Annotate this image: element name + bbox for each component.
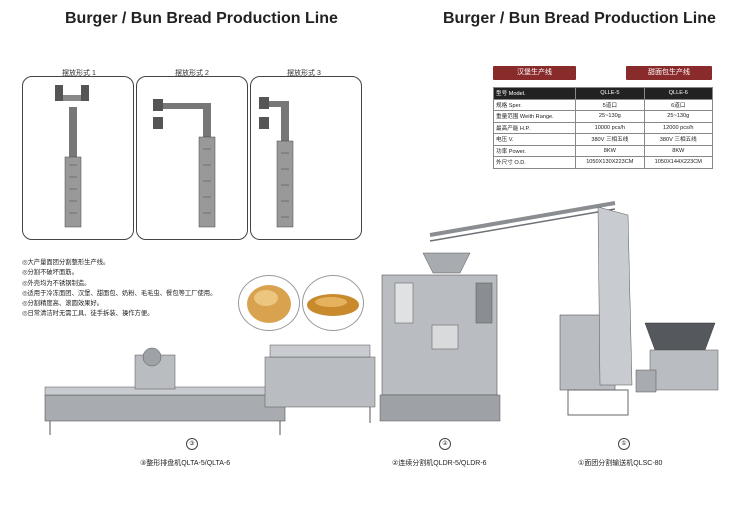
spec-header-burger: 汉堡生产线 <box>493 66 576 80</box>
spec-cell: 1050X130X223CM <box>575 156 645 169</box>
spec-cell: 型号 Model. <box>492 87 577 100</box>
spec-cell: 电压 V. <box>492 133 577 146</box>
layout-diagram-1 <box>22 76 134 240</box>
spec-cell: 1050X144X223CM <box>643 156 714 169</box>
spec-cell: 规格 Sper. <box>492 98 577 111</box>
spec-cell: 8KW <box>575 144 645 157</box>
table-row: 外尺寸 O.D. 1050X130X223CM 1050X144X223CM <box>492 156 714 169</box>
long-bun-photo <box>302 275 364 331</box>
layout-label-3: 摆放形式 3 <box>287 70 321 77</box>
machine-number-3: ③ <box>186 438 198 450</box>
title-right: Burger / Bun Bread Production Line <box>443 10 716 27</box>
table-row: 型号 Model. QLLE-5 QLLE-6 <box>492 87 714 100</box>
spec-cell: 12000 pcs/h <box>643 121 714 134</box>
table-row: 电压 V. 380V 三相五线 380V 三相五线 <box>492 133 714 146</box>
spec-cell: 25~130g <box>575 110 645 123</box>
table-row: 重量范围 Weith Range. 25~130g 25~130g <box>492 110 714 123</box>
spec-table: 型号 Model. QLLE-5 QLLE-6 规格 Sper. 5道口 6道口… <box>492 87 714 169</box>
spec-cell: 380V 三相五线 <box>643 133 714 146</box>
feature-item: ◎分割不破坏面筋。 <box>22 269 78 277</box>
title-left: Burger / Bun Bread Production Line <box>65 10 338 27</box>
spec-cell: 8KW <box>643 144 714 157</box>
spec-cell: 外尺寸 O.D. <box>492 156 577 169</box>
feature-item: ◎日常清洁时无需工具、徒手拆装、操作方便。 <box>22 310 154 318</box>
layout-diagram-3 <box>250 76 362 240</box>
feature-list: ◎大产量面团分割整形生产线。 ◎分割不破坏面筋。 ◎外壳均为不锈钢制造。 ◎适用… <box>22 258 216 320</box>
caption-machine-1: ①面团分割输送机QLSC-80 <box>578 460 663 467</box>
table-row: 规格 Sper. 5道口 6道口 <box>492 98 714 111</box>
table-row: 功率 Power. 8KW 8KW <box>492 144 714 157</box>
caption-machine-3: ③整形排盘机QLTA-5/QLTA-6 <box>140 460 231 467</box>
spec-cell: 最高产能 H.P. <box>492 121 577 134</box>
spec-cell: 380V 三相五线 <box>575 133 645 146</box>
layout-label-1: 摆放形式 1 <box>62 70 96 77</box>
spec-header-sweet-bun: 甜面包生产线 <box>626 66 712 80</box>
machine-number-2: ② <box>439 438 451 450</box>
feature-item: ◎适用于冷冻面团、汉堡、甜面包、奶粉、毛毛虫、餐包等工厂使用。 <box>22 289 217 297</box>
feature-item: ◎大产量面团分割整形生产线。 <box>22 259 110 266</box>
caption-machine-2: ②连续分割机QLDR-5/QLDR-6 <box>392 460 487 467</box>
spec-cell: 25~130g <box>643 110 714 123</box>
layout-diagram-2 <box>136 76 248 240</box>
spec-cell: 5道口 <box>575 98 645 111</box>
spec-cell: QLLE-5 <box>575 87 645 100</box>
spec-cell: QLLE-6 <box>643 87 714 100</box>
spec-cell: 重量范围 Weith Range. <box>492 110 577 123</box>
machine-number-1: ① <box>618 438 630 450</box>
production-line-illustration <box>44 201 719 435</box>
spec-cell: 10000 pcs/h <box>575 121 645 134</box>
feature-item: ◎分割精度高、滚圆效果好。 <box>22 300 104 308</box>
round-bun-photo <box>238 275 300 331</box>
spec-cell: 功率 Power. <box>492 144 577 157</box>
feature-item: ◎外壳均为不锈钢制造。 <box>22 279 91 287</box>
table-row: 最高产能 H.P. 10000 pcs/h 12000 pcs/h <box>492 121 714 134</box>
spec-cell: 6道口 <box>643 98 714 111</box>
layout-label-2: 摆放形式 2 <box>175 70 209 77</box>
